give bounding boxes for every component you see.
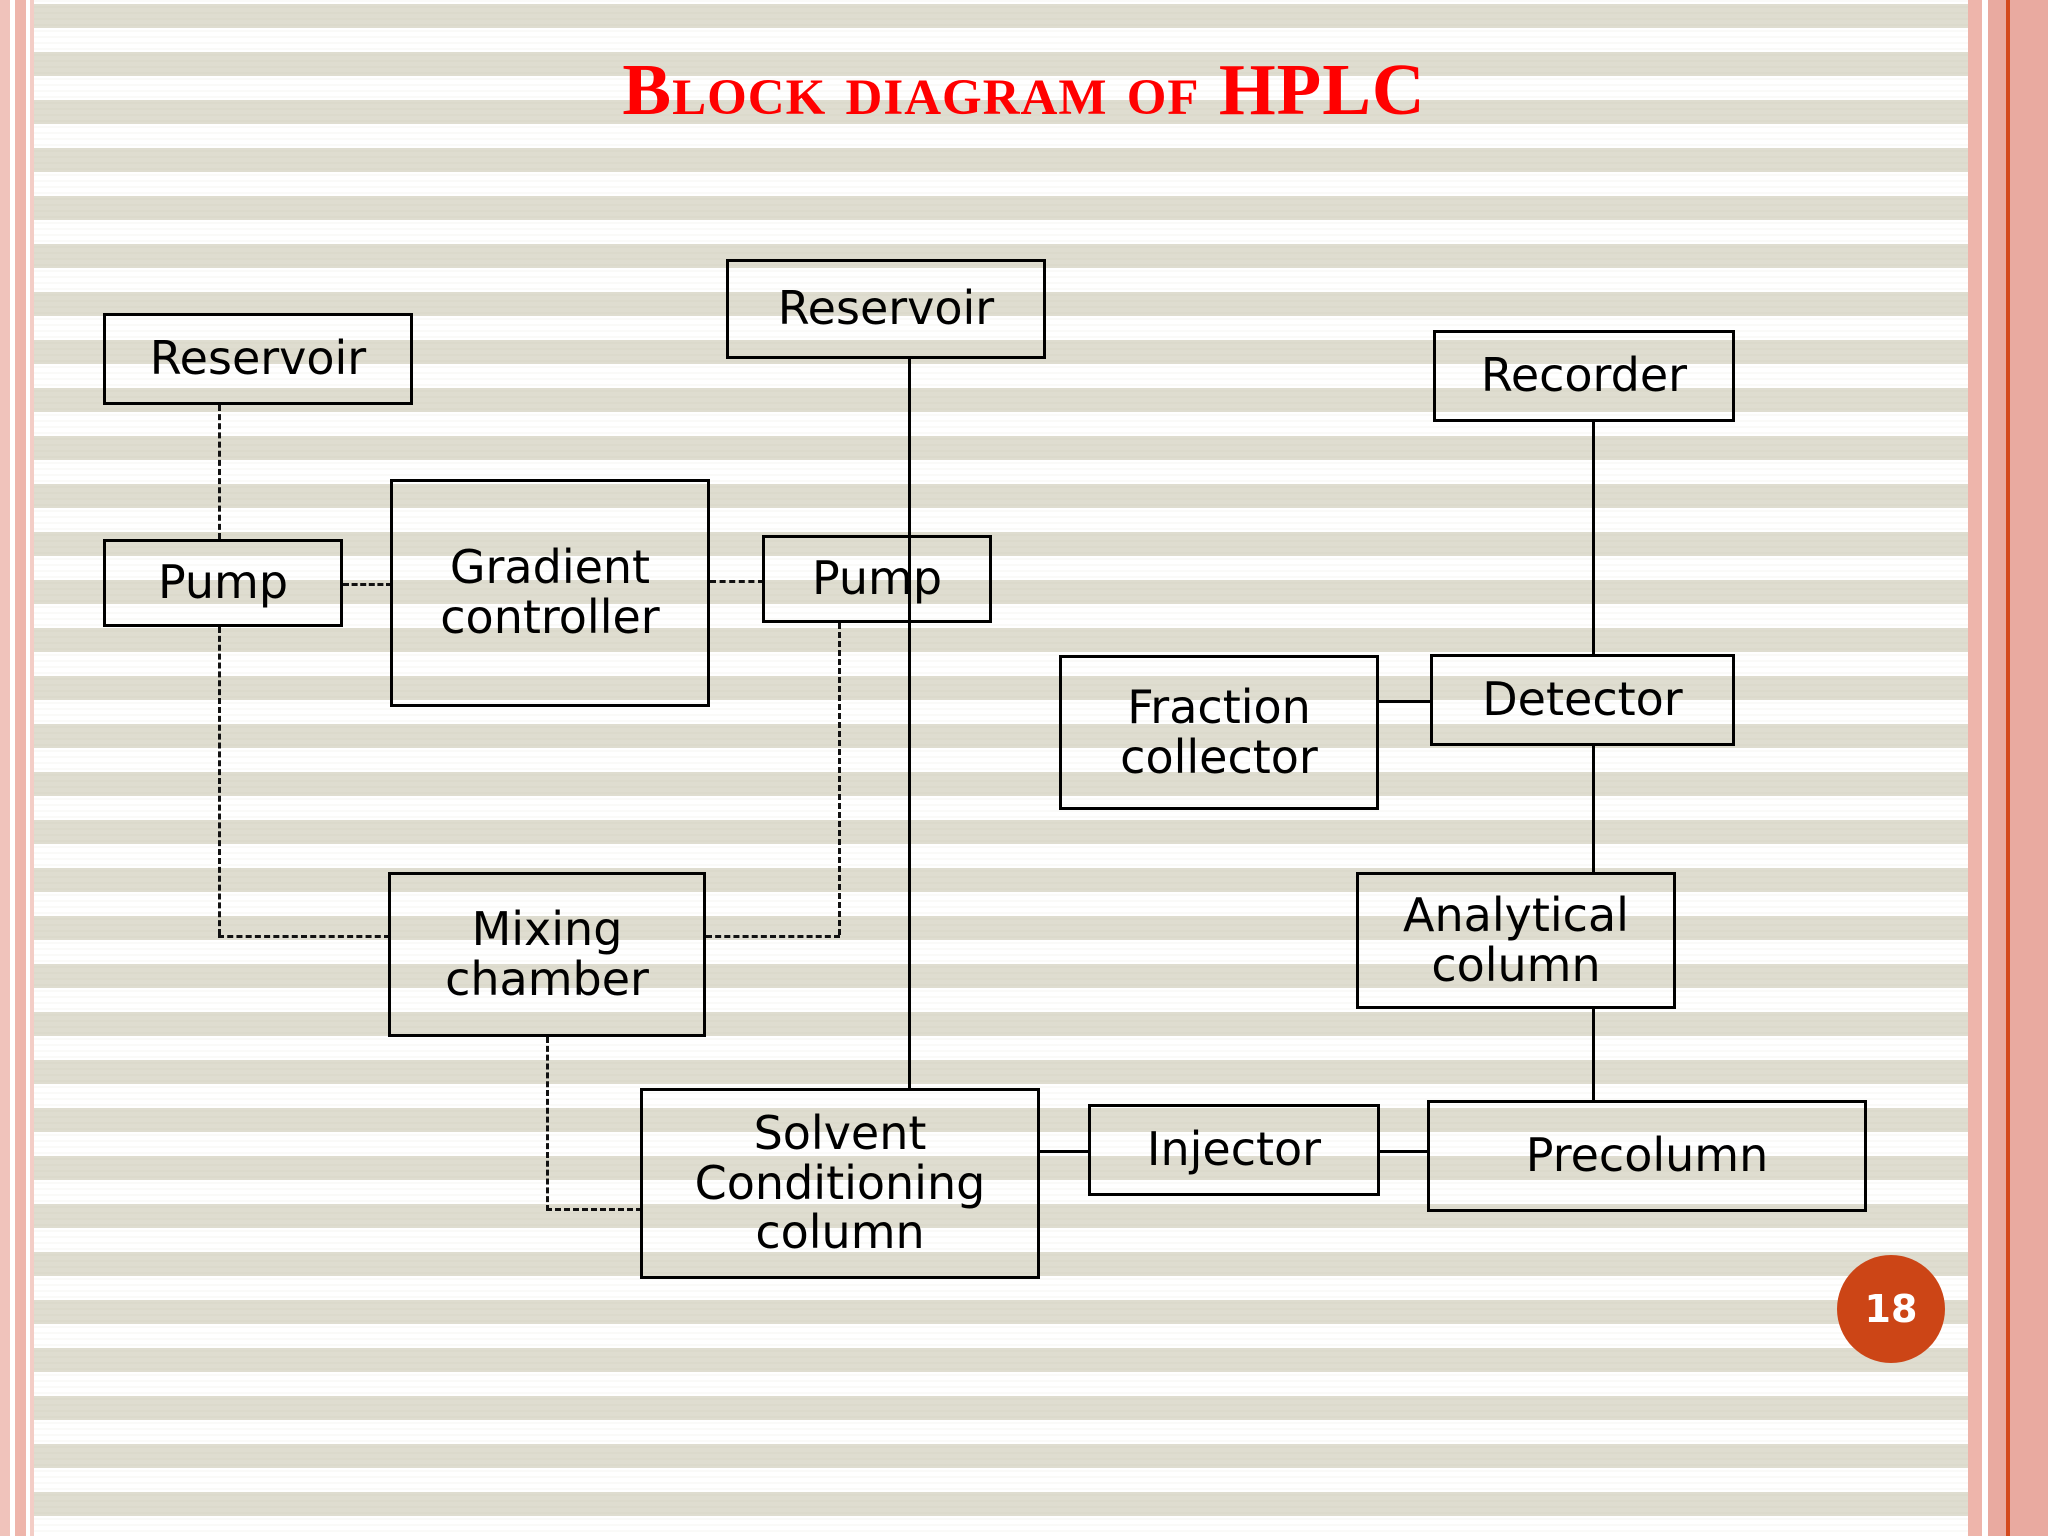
connector-precolumn-analytical <box>1592 1007 1595 1102</box>
connector-analytical-detector <box>1592 744 1595 874</box>
left-border-stripe-5 <box>30 0 34 1536</box>
block-label: Detector <box>1482 672 1683 727</box>
block-label: Injector <box>1146 1122 1322 1177</box>
connector-pumpright-down <box>838 623 841 935</box>
block-fraction-collector[interactable]: Fraction collector <box>1059 655 1379 810</box>
connector-pumpleft-gradient <box>343 583 392 586</box>
block-label-line-2: column <box>1431 937 1601 992</box>
block-recorder[interactable]: Recorder <box>1433 330 1735 422</box>
connector-pumpleft-down <box>218 627 221 935</box>
block-label: Pump <box>811 551 943 606</box>
left-border-stripe-4 <box>26 0 30 1536</box>
block-pump-left[interactable]: Pump <box>103 539 343 627</box>
block-injector[interactable]: Injector <box>1088 1104 1380 1196</box>
right-border-panel <box>1988 0 2048 1536</box>
block-detector[interactable]: Detector <box>1430 654 1735 746</box>
right-border-accent-line <box>2006 0 2010 1536</box>
block-label: Reservoir <box>149 331 367 386</box>
block-label: Precolumn <box>1525 1128 1769 1183</box>
left-border-stripe-1 <box>0 0 10 1536</box>
block-label-line-3: column <box>755 1205 925 1260</box>
block-reservoir-middle[interactable]: Reservoir <box>726 259 1046 359</box>
block-label-line-1: Fraction <box>1127 679 1311 734</box>
connector-detector-recorder <box>1592 420 1595 656</box>
right-border-stripe-2 <box>1982 0 1988 1536</box>
block-label: Recorder <box>1480 348 1688 403</box>
connector-pumpright-to-mixing <box>706 935 840 938</box>
left-border-stripe-3 <box>15 0 26 1536</box>
block-pump-right[interactable]: Pump <box>762 535 992 623</box>
block-label-line-2: collector <box>1120 729 1318 784</box>
block-solvent-conditioning-column[interactable]: Solvent Conditioning column <box>640 1088 1040 1279</box>
page-number-text: 18 <box>1864 1287 1918 1331</box>
connector-injector-precolumn <box>1379 1150 1429 1153</box>
block-label: Pump <box>157 555 289 610</box>
connector-gradient-pumpright <box>710 580 764 583</box>
block-mixing-chamber[interactable]: Mixing chamber <box>388 872 706 1037</box>
block-label-line-1: Analytical <box>1403 887 1629 942</box>
block-label-line-1: Mixing <box>471 901 623 956</box>
right-border-stripe-1 <box>1968 0 1982 1536</box>
connector-mixing-down <box>546 1037 549 1211</box>
page-title: Block diagram of HPLC <box>622 49 1426 130</box>
block-reservoir-left[interactable]: Reservoir <box>103 313 413 405</box>
left-border-stripe-2 <box>10 0 15 1536</box>
connector-solvent-injector <box>1039 1150 1089 1153</box>
block-label-line-2: controller <box>440 590 660 644</box>
block-label-line-2: chamber <box>445 951 649 1006</box>
block-gradient-controller[interactable]: Gradient controller <box>390 479 710 707</box>
connector-reservoirleft-pumpleft <box>218 405 221 539</box>
block-label-line-1: Solvent <box>753 1105 927 1160</box>
block-label-line-2: Conditioning <box>694 1155 986 1210</box>
block-label: Reservoir <box>777 281 995 336</box>
connector-pumpleft-to-mixing <box>218 935 390 938</box>
connector-reservoirmid-solvent <box>908 359 911 1090</box>
block-analytical-column[interactable]: Analytical column <box>1356 872 1676 1009</box>
page-number-badge: 18 <box>1837 1255 1945 1363</box>
block-label-line-1: Gradient <box>449 540 651 595</box>
connector-detector-fraction <box>1377 700 1432 703</box>
connector-mixing-to-solvent <box>546 1208 642 1211</box>
block-precolumn[interactable]: Precolumn <box>1427 1100 1867 1212</box>
